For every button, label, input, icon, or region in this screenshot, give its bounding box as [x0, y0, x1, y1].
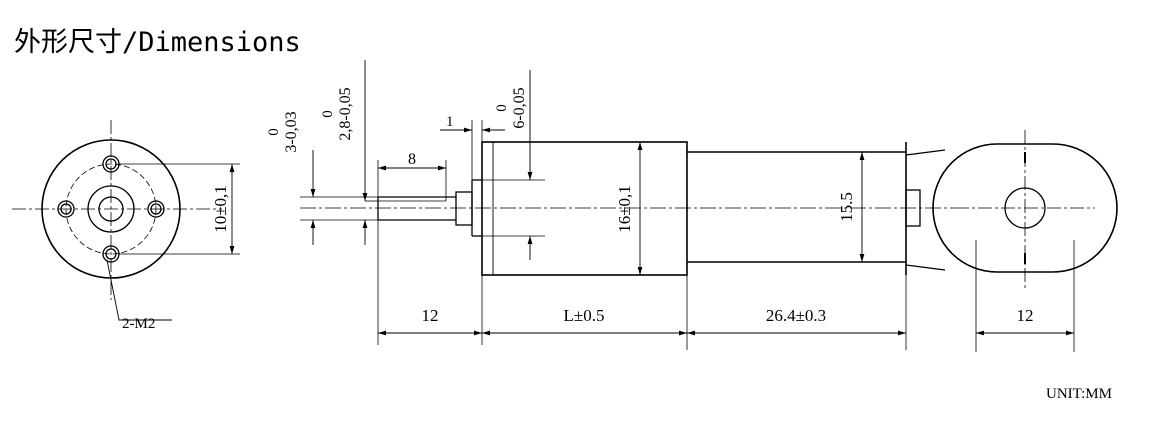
front-diameter-label: 10±0,1	[211, 185, 230, 233]
shaft-tolerance-label: 0	[266, 128, 282, 136]
flat-length-label: 8	[408, 151, 416, 168]
shaft-diameter-label: 3-0,03	[283, 111, 300, 152]
boss-length-label: 1	[446, 114, 454, 130]
end-width-label: 12	[1017, 306, 1034, 325]
motor-length-label: 26.4±0.3	[766, 306, 826, 325]
end-view	[932, 130, 1118, 352]
shaft-length-label: 12	[422, 306, 439, 325]
page-title: 外形尺寸/Dimensions	[14, 27, 301, 58]
front-view	[12, 120, 240, 321]
flat-dimension-label: 2,8-0,05	[337, 87, 354, 140]
boss-tolerance-label: 0	[494, 104, 510, 112]
motor-diameter-label: 15.5	[837, 192, 856, 222]
flat-tolerance-label: 0	[320, 110, 336, 118]
boss-diameter-label: 6-0,05	[511, 87, 528, 128]
side-view	[300, 60, 955, 350]
unit-label: UNIT:MM	[1046, 386, 1112, 402]
screw-label: 2-M2	[122, 316, 155, 332]
gearbox-length-label: L±0.5	[564, 306, 605, 325]
gearbox-diameter-label: 16±0,1	[615, 185, 634, 233]
